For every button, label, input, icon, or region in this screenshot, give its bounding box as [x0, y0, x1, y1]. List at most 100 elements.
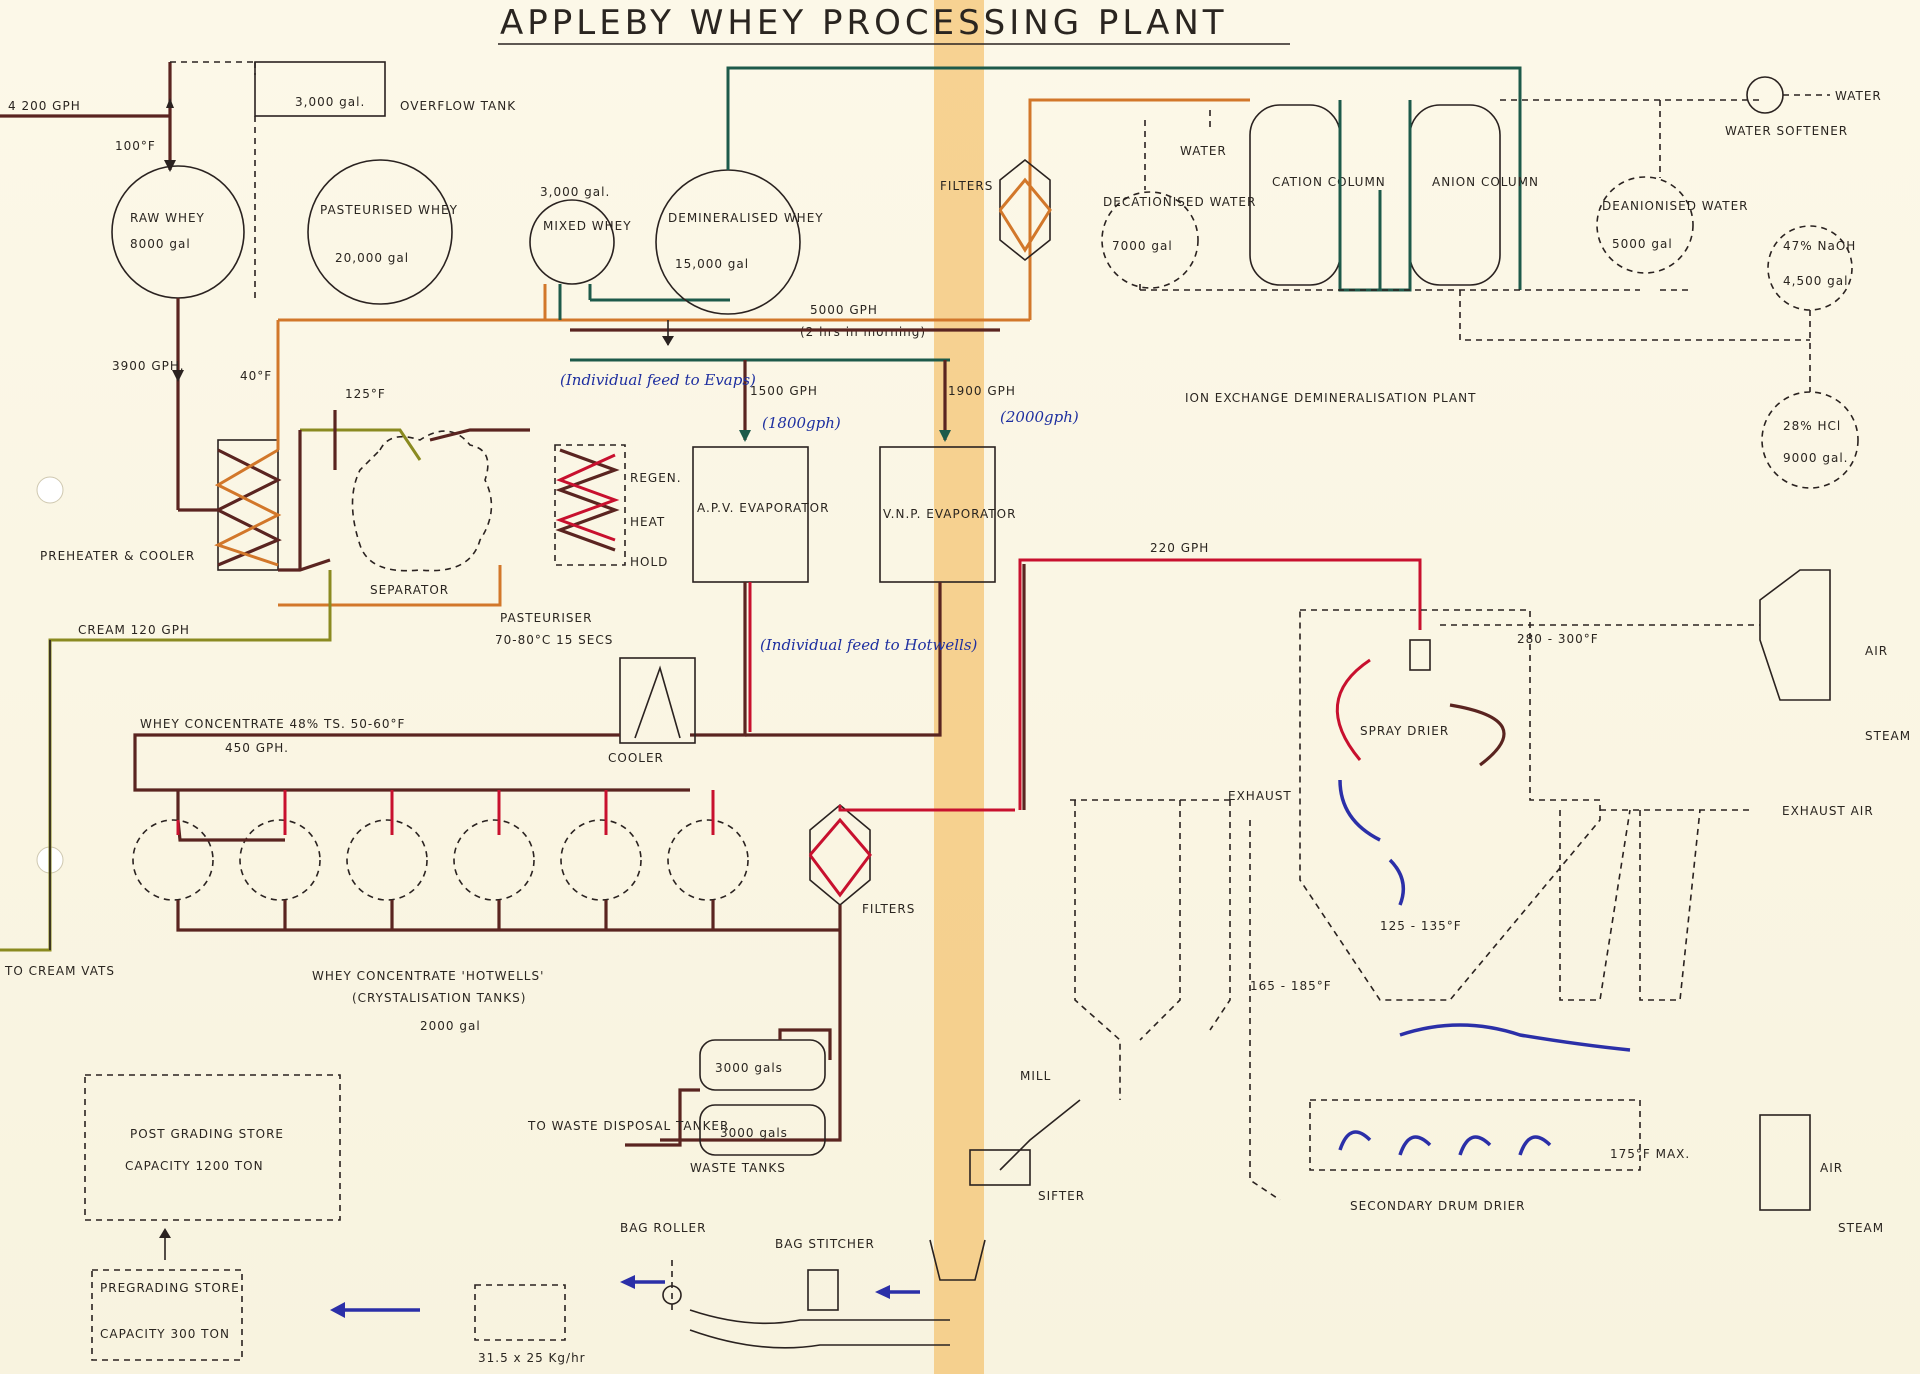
pasteurised-cap: 20,000 gal — [335, 251, 409, 265]
bag-stack — [474, 1284, 566, 1341]
cation-column — [1249, 104, 1341, 286]
naoh-tank — [1767, 225, 1853, 311]
temp-125: 125°F — [345, 387, 386, 401]
gph-3900: 3900 GPH. — [112, 359, 185, 373]
sifter — [969, 1149, 1031, 1186]
waste-tank-2-cap: 3000 gals — [720, 1126, 788, 1140]
decationised-tank — [1101, 191, 1199, 289]
post-grading-store — [84, 1074, 341, 1221]
temp-100: 100°F — [115, 139, 156, 153]
pasteuriser — [554, 444, 626, 566]
exhaust-label: EXHAUST — [1228, 789, 1292, 803]
softener-label: WATER SOFTENER — [1725, 124, 1848, 138]
hours-note: (2 hrs in morning) — [800, 325, 926, 339]
diagram-title: APPLEBY WHEY PROCESSING PLANT — [500, 3, 1228, 43]
filters-top — [999, 158, 1051, 262]
overflow-cap: 3,000 gal. — [295, 95, 365, 109]
cyclone-left — [1074, 800, 1121, 1100]
temp-125-135: 125 - 135°F — [1380, 919, 1462, 933]
hotwells-cap: 2000 gal — [420, 1019, 481, 1033]
hotwell-6 — [667, 819, 749, 901]
cooler — [619, 657, 696, 744]
water-label-1: WATER — [1180, 144, 1227, 158]
gph-220: 220 GPH — [1150, 541, 1209, 555]
temp-165: 165 - 185°F — [1250, 979, 1332, 993]
heat-label: HEAT — [630, 515, 665, 529]
temp-175: 175°F MAX. — [1610, 1147, 1690, 1161]
cation-label: CATION COLUMN — [1272, 175, 1386, 189]
regen-label: REGEN. — [630, 471, 682, 485]
drum-drier — [1309, 1099, 1641, 1171]
post-store-cap: CAPACITY 1200 TON — [125, 1159, 264, 1173]
inflow-label: 4 200 GPH — [8, 99, 81, 113]
filters-label-bottom: FILTERS — [862, 902, 915, 916]
hotwell-2 — [239, 819, 321, 901]
hotwell-3 — [346, 819, 428, 901]
raw-whey-name: RAW WHEY — [130, 211, 205, 225]
deanion-cap: 5000 gal — [1612, 237, 1673, 251]
demin-name: DEMINERALISED WHEY — [668, 211, 824, 225]
to-cream-vats: TO CREAM VATS — [4, 964, 115, 978]
steam-label-1: STEAM — [1865, 729, 1911, 743]
air-label-2: AIR — [1820, 1161, 1843, 1175]
overflow-name: OVERFLOW TANK — [400, 99, 516, 113]
mixed-whey-tank — [529, 199, 615, 285]
waste-tanks-label: WASTE TANKS — [690, 1161, 786, 1175]
hopper — [929, 1239, 986, 1281]
deanion-name: DEANIONISED WATER — [1602, 199, 1749, 213]
deanionised-tank — [1596, 176, 1694, 274]
hcl-name: 28% HCl — [1783, 419, 1841, 433]
pasteurised-whey-tank — [307, 159, 453, 305]
drum-drier-label: SECONDARY DRUM DRIER — [1350, 1199, 1526, 1213]
water-softener — [1746, 76, 1784, 114]
bag-rate: 31.5 x 25 Kg/hr — [478, 1351, 586, 1365]
pasteurised-name: PASTEURISED WHEY — [320, 203, 458, 217]
water-label-2: WATER — [1835, 89, 1882, 103]
bag-stitcher — [807, 1269, 839, 1311]
filters-label-top: FILTERS — [940, 179, 993, 193]
decation-name: DECATIONISED WATER — [1103, 195, 1256, 209]
vnp-label: V.N.P. EVAPORATOR — [883, 507, 1016, 521]
ion-plant-label: ION EXCHANGE DEMINERALISATION PLANT — [1185, 391, 1476, 405]
naoh-name: 47% NaOH — [1783, 239, 1856, 253]
hcl-cap: 9000 gal. — [1783, 451, 1848, 465]
spray-drier — [1299, 609, 1601, 1001]
note-vnp-rate: (2000gph) — [1000, 408, 1079, 426]
preheater-label: PREHEATER & COOLER — [40, 549, 195, 563]
decation-cap: 7000 gal — [1112, 239, 1173, 253]
pasteuriser-temp: 70-80°C 15 SECS — [495, 633, 613, 647]
pre-store-cap: CAPACITY 300 TON — [100, 1327, 230, 1341]
post-store-label: POST GRADING STORE — [130, 1127, 284, 1141]
air-label-1: AIR — [1865, 644, 1888, 658]
vnp-evaporator — [879, 446, 996, 583]
waste-tank-1-cap: 3000 gals — [715, 1061, 783, 1075]
exhaust-air-label: EXHAUST AIR — [1782, 804, 1874, 818]
steam-label-2: STEAM — [1838, 1221, 1884, 1235]
waste-tank-2 — [699, 1104, 826, 1156]
demineralised-tank — [655, 169, 801, 315]
binder-hole-top — [36, 476, 64, 504]
bag-stitcher-label: BAG STITCHER — [775, 1237, 875, 1251]
overflow-tank — [254, 61, 386, 117]
hold-label: HOLD — [630, 555, 668, 569]
gph-1900: 1900 GPH — [948, 384, 1016, 398]
raw-whey-cap: 8000 gal — [130, 237, 191, 251]
anion-label: ANION COLUMN — [1432, 175, 1539, 189]
mixed-cap: 3,000 gal. — [540, 185, 610, 199]
air-temp: 280 - 300°F — [1517, 632, 1599, 646]
separator — [351, 430, 493, 572]
raw-whey-tank — [111, 165, 245, 299]
note-apv-rate: (1800gph) — [762, 414, 841, 432]
arrow-to-store — [330, 1302, 345, 1318]
air-heater-bottom — [1759, 1114, 1811, 1211]
mixed-name: MIXED WHEY — [543, 219, 632, 233]
anion-column — [1409, 104, 1501, 286]
bag-roller-label: BAG ROLLER — [620, 1221, 706, 1235]
cream-label: CREAM 120 GPH — [78, 623, 190, 637]
tape-strip — [934, 0, 984, 1374]
naoh-cap: 4,500 gal — [1783, 274, 1848, 288]
separator-label: SEPARATOR — [370, 583, 449, 597]
whey-concentrate-label: WHEY CONCENTRATE 48% TS. 50-60°F — [140, 717, 405, 731]
mill-label: MILL — [1020, 1069, 1051, 1083]
